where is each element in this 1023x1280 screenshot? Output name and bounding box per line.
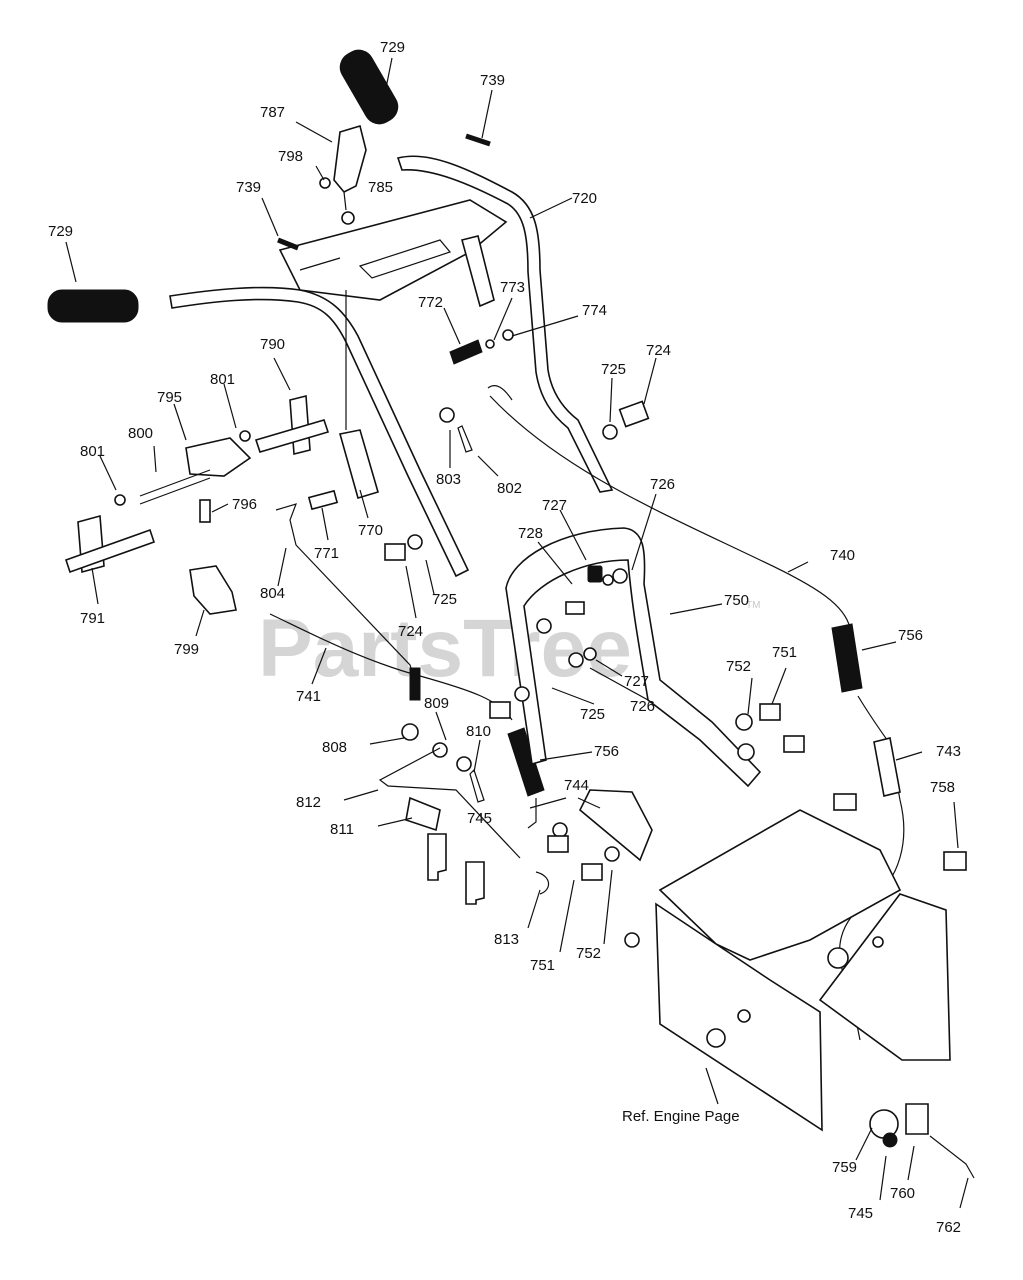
callout-label: 762 [936, 1219, 961, 1236]
callout-label: 720 [572, 190, 597, 207]
chassis-frame [624, 793, 975, 1179]
leader-lines [65, 57, 969, 1209]
callout-label: 800 [128, 425, 153, 442]
callout-label: 759 [832, 1159, 857, 1176]
callout-label: 803 [436, 471, 461, 488]
callout-label: 743 [936, 743, 961, 760]
callout-label: 727 [542, 497, 567, 514]
callout-label: 725 [432, 591, 457, 608]
callout-label: 752 [576, 945, 601, 962]
callout-label: 773 [500, 279, 525, 296]
callout-label: 724 [398, 623, 423, 640]
callout-label: 741 [296, 688, 321, 705]
callout-label: 808 [322, 739, 347, 756]
callout-label: 725 [580, 706, 605, 723]
callout-label: 724 [646, 342, 671, 359]
callout-label: 801 [80, 443, 105, 460]
callout-label: 750 [724, 592, 749, 609]
callout-label: 772 [418, 294, 443, 311]
callout-label: 795 [157, 389, 182, 406]
callout-label: 809 [424, 695, 449, 712]
watermark-trademark: TM [746, 600, 760, 611]
callout-label: 810 [466, 723, 491, 740]
callout-label: 726 [630, 698, 655, 715]
callout-label: 751 [530, 957, 555, 974]
callout-label: 745 [467, 810, 492, 827]
callout-label: 785 [368, 179, 393, 196]
callout-label: 811 [330, 821, 354, 838]
callout-label: 771 [314, 545, 339, 562]
right-grip [339, 49, 399, 125]
callout-label: 739 [236, 179, 261, 196]
callout-label: 774 [582, 302, 607, 319]
callout-label: 802 [497, 480, 522, 497]
pivot-bracket-group [64, 290, 513, 615]
callout-label: 760 [890, 1185, 915, 1202]
callout-label: 725 [601, 361, 626, 378]
callout-label: 726 [650, 476, 675, 493]
watermark-text: PartsTree [258, 603, 632, 694]
callout-label: 729 [48, 223, 73, 240]
callout-label: 745 [848, 1205, 873, 1222]
callout-label: 729 [380, 39, 405, 56]
callout-label: 791 [80, 610, 105, 627]
ref-engine-page-label: Ref. Engine Page [622, 1108, 740, 1125]
callout-label: 752 [726, 658, 751, 675]
callout-label: 758 [930, 779, 955, 796]
callout-label: 728 [518, 525, 543, 542]
callout-label: 813 [494, 931, 519, 948]
callout-labels: 729 739 787 798 785 739 729 720 773 774 … [48, 39, 961, 1236]
control-arm-750 [489, 527, 805, 788]
callout-label: 787 [260, 104, 285, 121]
callout-label: 801 [210, 371, 235, 388]
callout-label: 756 [594, 743, 619, 760]
left-grip [47, 289, 139, 323]
callout-label: 751 [772, 644, 797, 661]
callout-label: 790 [260, 336, 285, 353]
callout-label: 744 [564, 777, 589, 794]
callout-label: 804 [260, 585, 285, 602]
callout-label: 770 [358, 522, 383, 539]
callout-label: 740 [830, 547, 855, 564]
callout-label: 727 [624, 673, 649, 690]
callout-label: 812 [296, 794, 321, 811]
callout-label: 739 [480, 72, 505, 89]
callout-label: 756 [898, 627, 923, 644]
handlebar-assembly [47, 49, 650, 578]
callout-label: 796 [232, 496, 257, 513]
callout-label: 798 [278, 148, 303, 165]
callout-label: 799 [174, 641, 199, 658]
